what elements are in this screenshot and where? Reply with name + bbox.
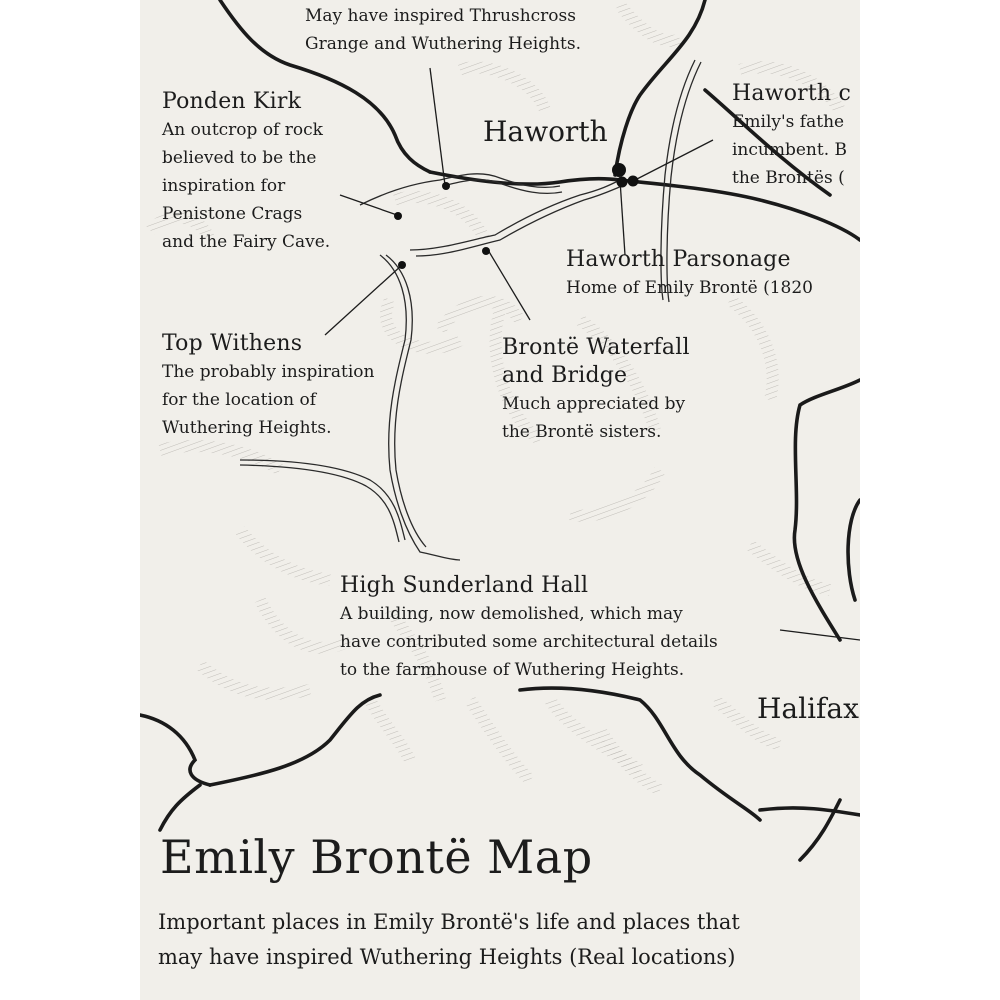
ponden-kirk-desc-3: inspiration for [162, 176, 286, 196]
high-sunderland-name: High Sunderland Hall [340, 573, 589, 598]
bronte-waterfall-desc-2: the Brontë sisters. [502, 422, 662, 442]
thrushcross-desc-1: May have inspired Thrushcross [305, 6, 576, 26]
high-sunderland-desc-1: A building, now demolished, which may [340, 604, 683, 624]
site-markers [394, 163, 639, 269]
haworth-church-desc-1: Emily's fathe [732, 112, 845, 132]
haworth-church-marker [627, 175, 639, 187]
high-sunderland-label: High Sunderland Hall A building, now dem… [340, 572, 718, 684]
haworth-church-desc-3: the Brontës ( [732, 168, 845, 188]
streams [239, 59, 702, 561]
haworth-marker-main [612, 163, 626, 177]
haworth-church-name: Haworth c [732, 81, 852, 106]
hill-shading [145, 1, 845, 796]
map-subtitle: Important places in Emily Brontë's life … [158, 905, 740, 975]
high-sunderland-desc-2: have contributed some architectural deta… [340, 632, 718, 652]
haworth-parsonage-marker [616, 176, 628, 188]
high-sunderland-desc-3: to the farmhouse of Wuthering Heights. [340, 660, 685, 680]
haworth-parsonage-desc-1: Home of Emily Brontë (1820 [566, 278, 813, 298]
map-drawing [140, 0, 860, 862]
haworth-church-desc-2: incumbent. B [732, 140, 847, 160]
bronte-waterfall-name-1: Brontë Waterfall [502, 335, 690, 360]
top-withens-label: Top Withens The probably inspiration for… [162, 330, 374, 442]
top-withens-marker [398, 261, 406, 269]
map-title: Emily Brontë Map [160, 830, 593, 884]
top-withens-desc-3: Wuthering Heights. [162, 418, 332, 438]
town-haworth: Haworth [483, 115, 608, 148]
thrushcross-desc-2: Grange and Wuthering Heights. [305, 34, 581, 54]
top-withens-desc-1: The probably inspiration [162, 362, 375, 382]
bronte-waterfall-desc-1: Much appreciated by [502, 394, 686, 414]
ponden-kirk-name: Ponden Kirk [162, 89, 302, 114]
roads [140, 0, 860, 862]
haworth-parsonage-label: Haworth Parsonage Home of Emily Brontë (… [566, 246, 813, 302]
town-halifax: Halifax [757, 692, 859, 725]
ponden-kirk-marker [394, 212, 402, 220]
ponden-kirk-desc-2: believed to be the [162, 148, 317, 168]
ponden-kirk-desc-5: and the Fairy Cave. [162, 232, 331, 252]
thrushcross-marker [442, 182, 450, 190]
map-poster: May have inspired Thrushcross Grange and… [140, 0, 860, 1000]
top-withens-name: Top Withens [162, 331, 303, 356]
top-withens-desc-2: for the location of [162, 390, 317, 410]
haworth-parsonage-name: Haworth Parsonage [566, 247, 791, 272]
haworth-church-label: Haworth c Emily's fathe incumbent. B the… [732, 80, 851, 192]
bronte-waterfall-marker [482, 247, 490, 255]
thrushcross-label: May have inspired Thrushcross Grange and… [305, 2, 581, 58]
map-subtitle-line-1: Important places in Emily Brontë's life … [158, 910, 740, 934]
map-subtitle-line-2: may have inspired Wuthering Heights (Rea… [158, 945, 736, 969]
ponden-kirk-desc-4: Penistone Crags [162, 204, 303, 224]
bronte-waterfall-name-2: and Bridge [502, 363, 628, 388]
ponden-kirk-label: Ponden Kirk An outcrop of rock believed … [162, 88, 330, 256]
leader-lines [324, 67, 860, 641]
ponden-kirk-desc-1: An outcrop of rock [162, 120, 323, 140]
bronte-waterfall-label: Brontë Waterfall and Bridge Much appreci… [502, 334, 690, 446]
